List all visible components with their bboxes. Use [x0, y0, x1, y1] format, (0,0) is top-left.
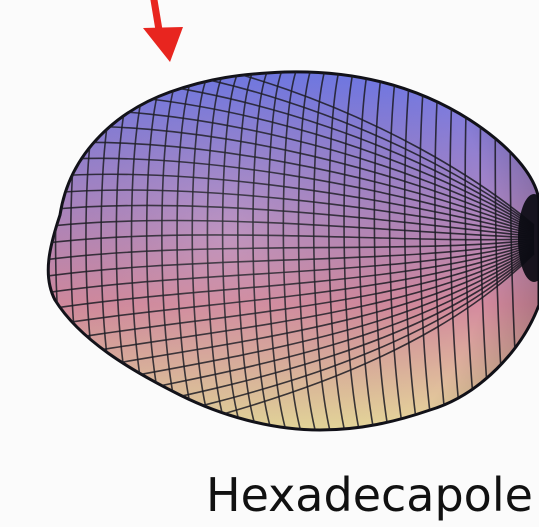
figure-caption: Hexadecapole — [206, 470, 533, 520]
